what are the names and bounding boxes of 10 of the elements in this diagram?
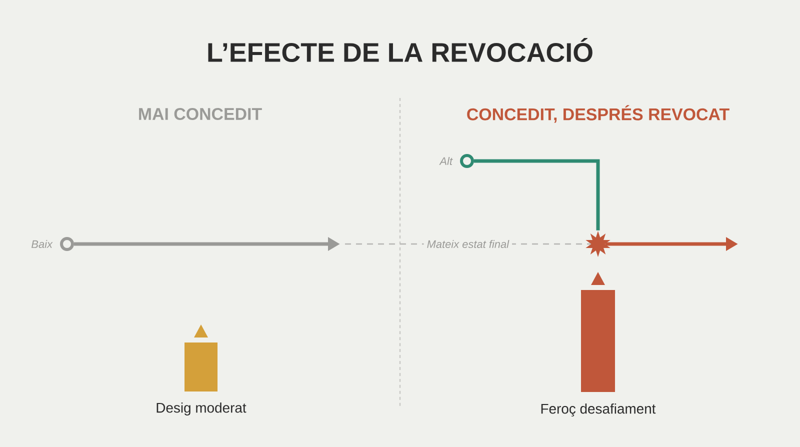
- section-heading: MAI CONCEDIT: [139, 108, 262, 120]
- section-heading: CONCEDIT, DESPRÉS REVOCAT: [467, 105, 730, 123]
- title: L’EFECTE DE LA REVOCACIÓ: [208, 38, 592, 62]
- edge-label: Mateix estat final: [424, 236, 512, 252]
- level-label: Alt: [439, 156, 453, 166]
- level-label: Baix: [32, 240, 53, 248]
- bar-label: Feroç desafiament: [541, 403, 656, 417]
- bar-label: Desig moderat: [156, 402, 246, 416]
- burst: [586, 231, 610, 257]
- connector-line: [474, 159, 600, 230]
